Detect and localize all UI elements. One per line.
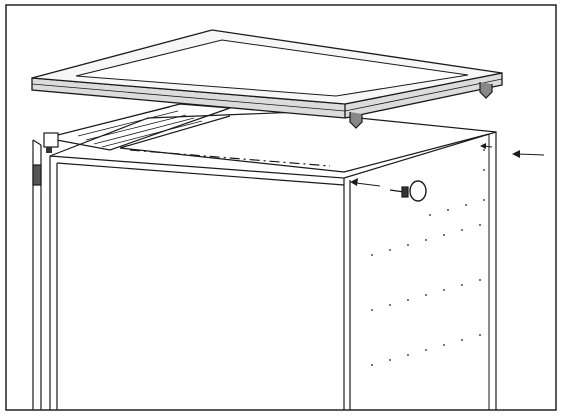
arrow-left-icon <box>480 143 493 149</box>
door-top-edge <box>56 162 345 186</box>
corner-pin <box>46 147 52 153</box>
hinge-pin-icon <box>349 82 493 129</box>
figure-frame <box>5 4 557 411</box>
cabinet-top-inner-edge <box>119 115 490 173</box>
cabinet-top-dashed-line <box>129 149 331 167</box>
screw-head <box>401 186 409 198</box>
screw-icon <box>389 186 409 198</box>
side-hole-pattern <box>371 149 485 366</box>
arrow-left-icon <box>350 178 381 187</box>
vent-slots <box>69 106 203 148</box>
arrow-left-icon <box>512 150 545 158</box>
cabinet-right-side <box>343 131 497 410</box>
left-corner-block <box>43 132 59 148</box>
door-hinge-block <box>32 164 42 186</box>
lid <box>31 29 503 119</box>
hinge-back <box>479 82 493 99</box>
hinge-front <box>349 112 363 129</box>
removal-arrows <box>350 143 545 187</box>
lid-top-recess <box>75 39 469 97</box>
door-front-panel <box>49 155 345 410</box>
cabinet <box>32 103 497 410</box>
side-round-hole <box>409 180 427 202</box>
